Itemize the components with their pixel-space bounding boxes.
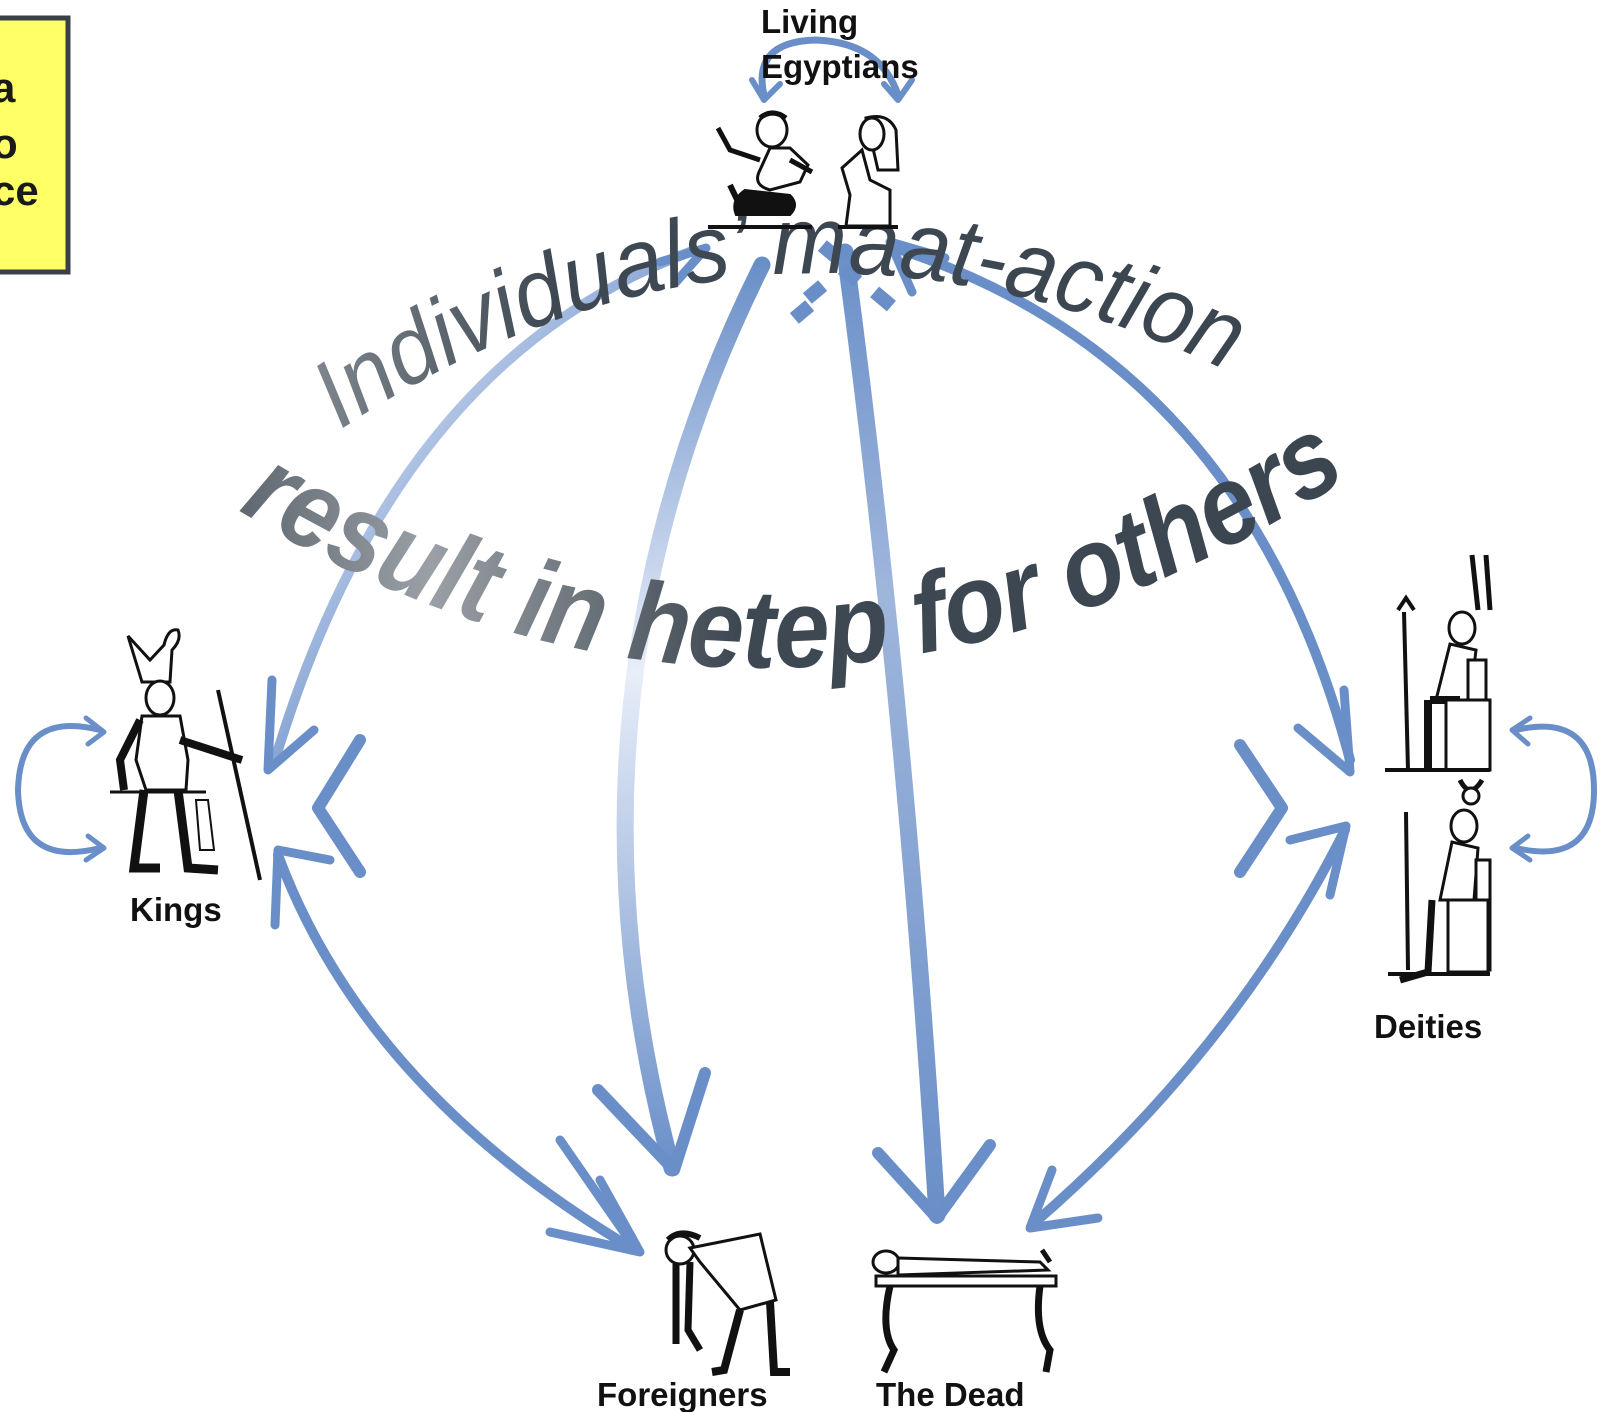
arrow-living-dead	[836, 243, 946, 1224]
deities-label: Deities	[1374, 1008, 1482, 1045]
legend-fragment-2: o	[0, 120, 18, 167]
headline: Individuals’ maat-actions result in hete…	[0, 0, 1362, 692]
arrow-living-deities	[890, 243, 1355, 765]
foreigners-label: Foreigners	[597, 1376, 768, 1412]
legend-fragment-3: ce	[0, 167, 39, 214]
headline-line1: Individuals’ maat-actions	[0, 0, 1263, 447]
self-loop-deities	[1513, 723, 1597, 855]
mummy-on-bier-hieroglyph-icon	[871, 1248, 1058, 1374]
arrow-deities-dead	[1027, 825, 1350, 1230]
arrow-kings-foreigners	[273, 850, 640, 1255]
seated-man-and-woman-hieroglyph-icon	[708, 110, 900, 229]
enthroned-deities-hieroglyph-icon	[1385, 554, 1493, 984]
arrow-living-foreigners	[616, 256, 771, 1177]
legend-box: a o ce	[0, 15, 71, 275]
bowing-foreigner-hieroglyph-icon	[664, 1230, 790, 1376]
self-loop-kings	[15, 723, 103, 855]
living-label-line1: Living	[761, 3, 858, 40]
kings-label: Kings	[130, 891, 222, 928]
king-with-staff-hieroglyph-icon	[110, 628, 262, 881]
arrow-living-kings	[270, 247, 695, 765]
legend-fragment-1: a	[0, 64, 16, 111]
relationship-arrows	[15, 36, 1597, 1257]
self-loop-living	[758, 36, 902, 99]
living-label-line2: Egyptians	[761, 48, 919, 85]
dead-label: The Dead	[876, 1376, 1025, 1412]
